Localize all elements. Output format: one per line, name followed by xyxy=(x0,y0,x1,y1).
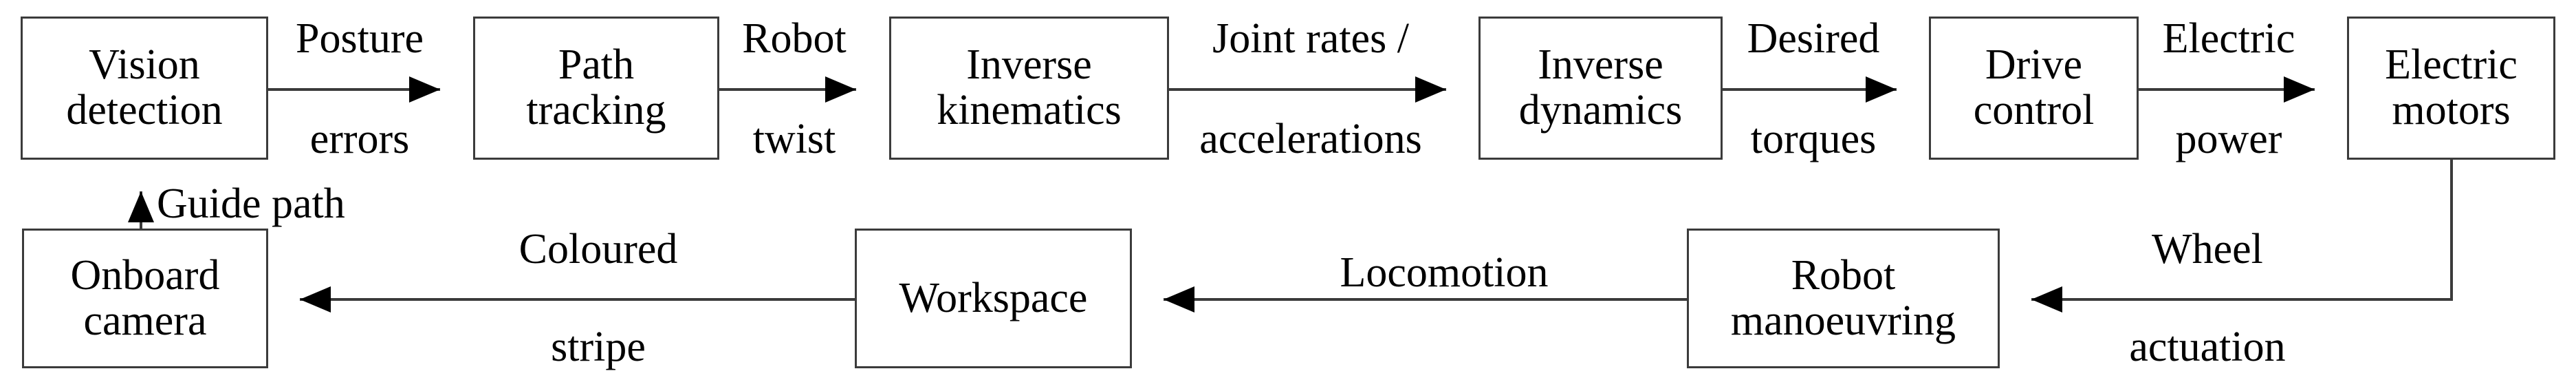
block-label-line: camera xyxy=(83,297,207,344)
block-vision-detection[interactable]: Vision detection xyxy=(21,17,268,160)
block-path-tracking[interactable]: Path tracking xyxy=(473,17,719,160)
block-electric-motors[interactable]: Electric motors xyxy=(2347,17,2555,160)
block-label-line: control xyxy=(1973,87,2095,134)
block-label-line: kinematics xyxy=(937,87,1122,134)
block-inverse-kinematics[interactable]: Inverse kinematics xyxy=(889,17,1169,160)
block-label-line: Robot xyxy=(1791,251,1896,299)
block-label-line: Onboard xyxy=(70,251,220,299)
block-label-line: tracking xyxy=(526,87,666,134)
block-label-line: detection xyxy=(66,87,223,134)
block-label-line: Path xyxy=(558,41,635,89)
block-robot-manoeuvring[interactable]: Robot manoeuvring xyxy=(1687,229,2000,368)
block-workspace[interactable]: Workspace xyxy=(855,229,1132,368)
block-label-line: Inverse xyxy=(1538,41,1663,89)
block-drive-control[interactable]: Drive control xyxy=(1929,17,2139,160)
block-label-line: Vision xyxy=(89,41,200,89)
block-label-line: Drive xyxy=(1985,41,2083,89)
block-label-line: Workspace xyxy=(899,274,1088,321)
wire-wheel-actuation xyxy=(2031,160,2453,313)
block-label-line: dynamics xyxy=(1518,87,1683,134)
block-label-line: manoeuvring xyxy=(1730,297,1956,344)
block-label-line: Electric xyxy=(2385,41,2518,89)
block-inverse-dynamics[interactable]: Inverse dynamics xyxy=(1478,17,1723,160)
block-label-line: Inverse xyxy=(966,41,1092,89)
block-label-line: motors xyxy=(2392,87,2511,134)
block-onboard-camera[interactable]: Onboard camera xyxy=(22,229,268,368)
